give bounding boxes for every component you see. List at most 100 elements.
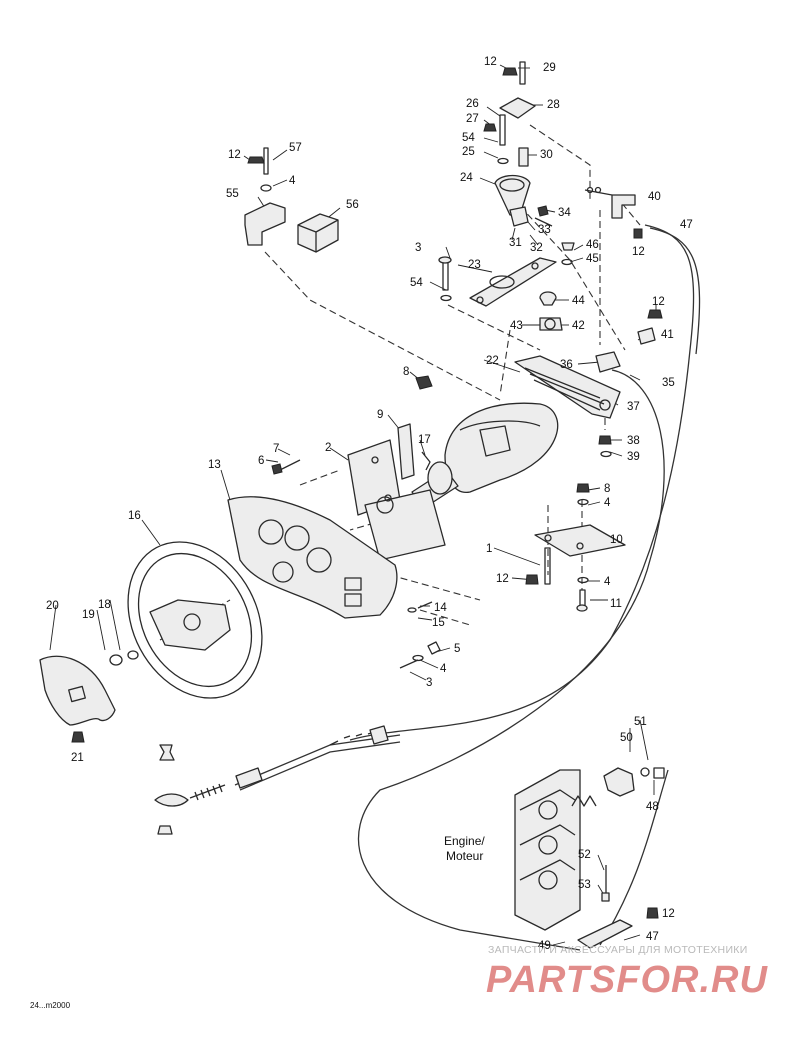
callout-37: 37 bbox=[627, 401, 640, 413]
callout-12e: 12 bbox=[662, 908, 675, 920]
callout-29: 29 bbox=[543, 62, 556, 74]
nut-12-right bbox=[633, 228, 643, 239]
nut-38 bbox=[598, 435, 612, 445]
callout-5: 5 bbox=[454, 643, 460, 655]
callout-12a: 12 bbox=[484, 56, 497, 68]
callout-50: 50 bbox=[620, 732, 633, 744]
washer-51 bbox=[640, 767, 650, 777]
watermark-logo: ЗАПЧАСТИ И АКСЕССУАРЫ ДЛЯ МОТОТЕХНИКИ PA… bbox=[486, 944, 768, 1001]
cable-end-36 bbox=[595, 351, 621, 373]
nut-48 bbox=[653, 767, 665, 779]
callout-48: 48 bbox=[646, 801, 659, 813]
callout-9: 9 bbox=[377, 409, 383, 421]
linkage-47 bbox=[577, 919, 633, 949]
bolt-3-lower bbox=[399, 659, 419, 669]
callout-numbers: 29 12 28 26 27 54 25 30 24 40 47 34 33 3… bbox=[46, 56, 693, 952]
bracket-17 bbox=[421, 451, 431, 471]
callout-14: 14 bbox=[434, 602, 447, 614]
tie-rod-assembly bbox=[154, 725, 389, 835]
callout-40: 40 bbox=[648, 191, 661, 203]
callout-47a: 47 bbox=[680, 219, 693, 231]
engine-label-line2: Moteur bbox=[446, 849, 483, 863]
callout-54a: 54 bbox=[462, 132, 475, 144]
callout-51: 51 bbox=[634, 716, 647, 728]
washer-25 bbox=[497, 157, 509, 165]
callout-38: 38 bbox=[627, 435, 640, 447]
callout-2: 2 bbox=[325, 442, 331, 454]
callout-7: 7 bbox=[273, 443, 279, 455]
screw-7 bbox=[279, 459, 301, 471]
callout-39: 39 bbox=[627, 451, 640, 463]
callout-28: 28 bbox=[547, 99, 560, 111]
callout-42: 42 bbox=[572, 320, 585, 332]
callout-22: 22 bbox=[486, 355, 499, 367]
callout-52: 52 bbox=[578, 849, 591, 861]
steering-wheel-16 bbox=[109, 541, 263, 699]
column-bushing bbox=[479, 425, 511, 457]
callout-54b: 54 bbox=[410, 277, 423, 289]
callout-6: 6 bbox=[258, 455, 264, 467]
callout-10: 10 bbox=[610, 534, 623, 546]
nut-12-top bbox=[502, 67, 518, 76]
washer-4-upper bbox=[260, 184, 272, 192]
callout-30: 30 bbox=[540, 149, 553, 161]
engine-label-line1: Engine/ bbox=[444, 834, 485, 848]
nut-12-upper-left bbox=[247, 156, 265, 164]
watermark-brand: PARTSFOR.RU bbox=[486, 959, 768, 1001]
steering-arm-group bbox=[438, 61, 663, 373]
nut-5 bbox=[427, 641, 441, 655]
callout-12b: 12 bbox=[632, 246, 645, 258]
callout-49: 49 bbox=[538, 940, 551, 952]
support-plate-22 bbox=[514, 355, 621, 419]
callout-56: 56 bbox=[346, 199, 359, 211]
steering-cable-support-group bbox=[244, 147, 339, 253]
callout-4a: 4 bbox=[604, 497, 611, 509]
callout-4b: 4 bbox=[604, 576, 611, 588]
callout-17: 17 bbox=[418, 434, 431, 446]
bolt-1 bbox=[544, 547, 551, 585]
boot-44 bbox=[539, 291, 557, 306]
callout-3a: 3 bbox=[415, 242, 421, 254]
screw-14 bbox=[417, 601, 433, 609]
callout-32: 32 bbox=[530, 242, 543, 254]
dash-panel-13 bbox=[227, 496, 441, 669]
washer-15 bbox=[407, 607, 417, 613]
callout-8b: 8 bbox=[604, 483, 610, 495]
callout-47b: 47 bbox=[646, 931, 659, 943]
bolt-46 bbox=[561, 242, 575, 251]
callout-41: 41 bbox=[661, 329, 674, 341]
figure-code: 24...m2000 bbox=[30, 1001, 71, 1010]
strip-9 bbox=[397, 423, 415, 480]
callout-20: 20 bbox=[46, 600, 59, 612]
callout-25: 25 bbox=[462, 146, 475, 158]
callout-55: 55 bbox=[226, 188, 239, 200]
nut-12-41 bbox=[647, 309, 663, 319]
pin-33 bbox=[534, 217, 553, 227]
bolt-29 bbox=[519, 61, 526, 85]
callout-4d: 4 bbox=[289, 175, 296, 187]
callout-33: 33 bbox=[538, 224, 551, 236]
plate-28 bbox=[499, 97, 536, 119]
washer-4-lower bbox=[412, 654, 424, 662]
fitting-41 bbox=[637, 327, 656, 345]
stop-53 bbox=[601, 892, 610, 902]
bracket-40 bbox=[611, 194, 636, 219]
nut-27 bbox=[483, 123, 497, 132]
callout-15: 15 bbox=[432, 617, 445, 629]
callout-46: 46 bbox=[586, 239, 599, 251]
washer-39 bbox=[600, 450, 612, 458]
washer-19 bbox=[109, 654, 123, 666]
callout-8a: 8 bbox=[403, 366, 409, 378]
nut-8-right bbox=[576, 483, 590, 493]
callout-11: 11 bbox=[610, 598, 622, 610]
cover-pad-20 bbox=[39, 655, 116, 743]
plate-10 bbox=[534, 524, 626, 557]
callout-53: 53 bbox=[578, 879, 591, 891]
callout-43: 43 bbox=[510, 320, 523, 332]
callout-13: 13 bbox=[208, 459, 221, 471]
callout-35: 35 bbox=[662, 377, 675, 389]
washer-54 bbox=[440, 294, 452, 302]
callout-1: 1 bbox=[486, 543, 492, 555]
callout-31: 31 bbox=[509, 237, 522, 249]
